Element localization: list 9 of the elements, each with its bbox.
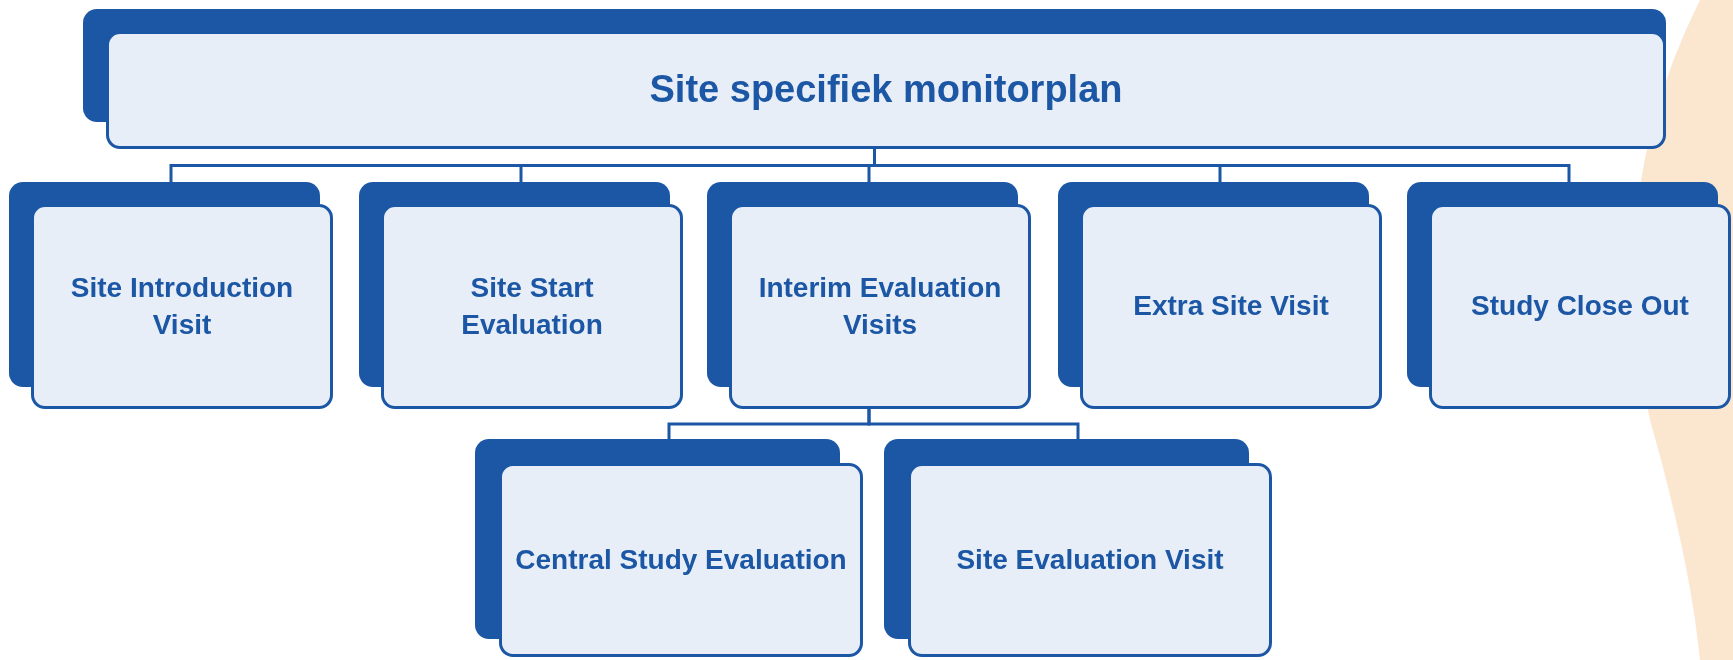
box-label: Interim Evaluation Visits	[757, 271, 1003, 342]
connector-line	[867, 409, 1080, 439]
box-label: Site Evaluation Visit	[956, 542, 1224, 577]
box-label: Site specifiek monitorplan	[649, 67, 1123, 113]
box-label: Site Introduction Visit	[69, 271, 295, 342]
box-label: Study Close Out	[1471, 289, 1689, 324]
box-label: Extra Site Visit	[1133, 289, 1329, 324]
box-label: Site Start Evaluation	[460, 271, 604, 342]
box-label: Central Study Evaluation	[515, 542, 847, 577]
